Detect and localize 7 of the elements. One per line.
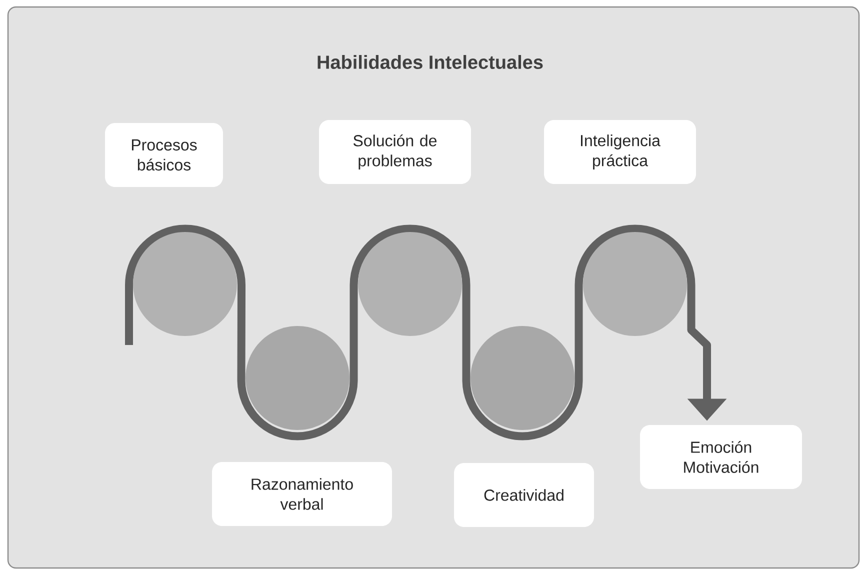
label-box: Inteligencia práctica: [544, 120, 696, 184]
label-box: Emoción Motivación: [640, 425, 802, 489]
label-box: Razonamiento verbal: [212, 462, 392, 526]
label-box: Solución de problemas: [319, 120, 471, 184]
label-box: Creatividad: [454, 463, 594, 527]
title: Habilidades Intelectuales: [318, 55, 543, 69]
label-box: Procesos básicos: [105, 123, 223, 187]
